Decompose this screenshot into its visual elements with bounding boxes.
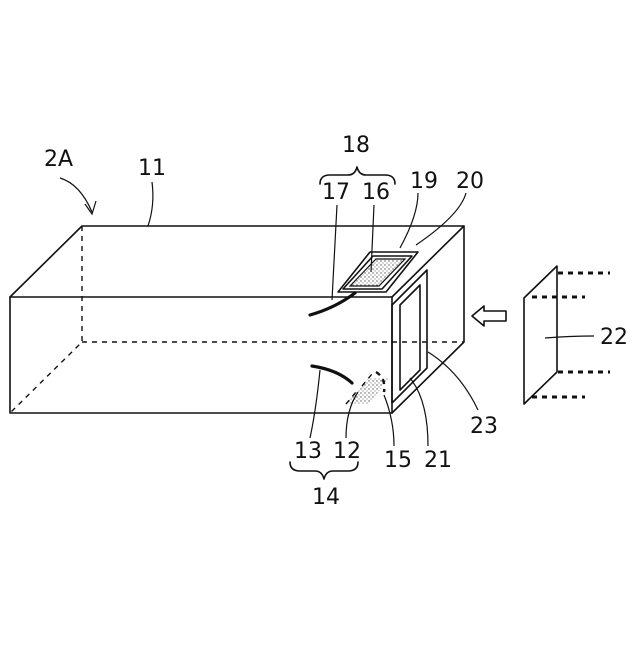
box-hidden-edges — [10, 226, 82, 413]
leader-17 — [332, 205, 337, 300]
label-13: 13 — [294, 439, 322, 464]
lower-sensor — [312, 366, 390, 404]
label-11: 11 — [138, 156, 166, 181]
leader-11 — [148, 182, 153, 226]
leader-lines — [60, 178, 594, 446]
label-19: 19 — [410, 169, 438, 194]
label-22: 22 — [600, 325, 628, 350]
label-21: 21 — [424, 448, 452, 473]
box-right-face — [392, 226, 464, 413]
label-2A: 2A — [44, 147, 73, 172]
label-23: 23 — [470, 414, 498, 439]
light-plate — [524, 266, 557, 404]
label-17: 17 — [322, 180, 350, 205]
arrow-left-icon — [472, 306, 506, 326]
leader-19 — [400, 193, 418, 248]
top-sensor — [310, 252, 418, 315]
label-12: 12 — [333, 439, 361, 464]
leader-22 — [545, 336, 594, 338]
label-20: 20 — [456, 169, 484, 194]
cable-13 — [312, 366, 352, 383]
box-front-face — [10, 297, 392, 413]
leader-21 — [410, 378, 428, 446]
leader-23 — [428, 352, 478, 410]
label-14: 14 — [312, 485, 340, 510]
light-source-22 — [524, 266, 610, 404]
frame-inner — [400, 285, 420, 390]
label-15: 15 — [384, 448, 412, 473]
housing-box — [10, 226, 464, 413]
label-18: 18 — [342, 133, 370, 158]
leader-20 — [416, 193, 466, 245]
brace-14 — [290, 462, 358, 479]
leader-13 — [310, 370, 320, 438]
label-16: 16 — [362, 180, 390, 205]
